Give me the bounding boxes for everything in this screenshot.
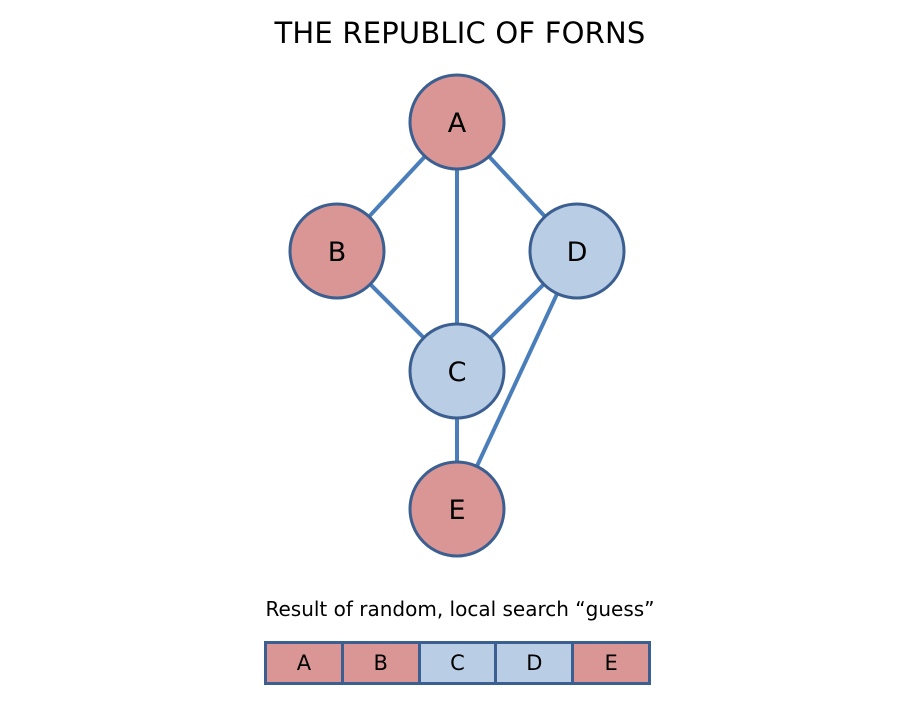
- node-label: A: [448, 108, 467, 139]
- node-circle: [408, 460, 506, 558]
- node-a: A: [408, 73, 506, 171]
- node-circle: [528, 202, 626, 300]
- node-d: D: [528, 202, 626, 300]
- result-cell-e: E: [574, 644, 648, 682]
- result-cell-b: B: [343, 644, 418, 682]
- node-circle: [288, 202, 386, 300]
- node-label: E: [448, 495, 465, 526]
- edges-group: [335, 120, 579, 510]
- result-caption: Result of random, local search “guess”: [265, 597, 655, 621]
- nodes-group: A B C D E: [288, 73, 626, 558]
- node-label: D: [567, 237, 588, 268]
- result-cell-c: C: [420, 644, 495, 682]
- node-b: B: [288, 202, 386, 300]
- node-circle: [408, 73, 506, 171]
- result-cell-d: D: [497, 644, 572, 682]
- result-assignment-table: A B C D E: [264, 641, 651, 685]
- node-label: C: [448, 357, 467, 388]
- node-circle: [408, 322, 506, 420]
- diagram-title: THE REPUBLIC OF FORNS: [274, 16, 646, 50]
- node-c: C: [408, 322, 506, 420]
- node-e: E: [408, 460, 506, 558]
- node-label: B: [328, 237, 347, 268]
- result-cell-a: A: [267, 644, 341, 682]
